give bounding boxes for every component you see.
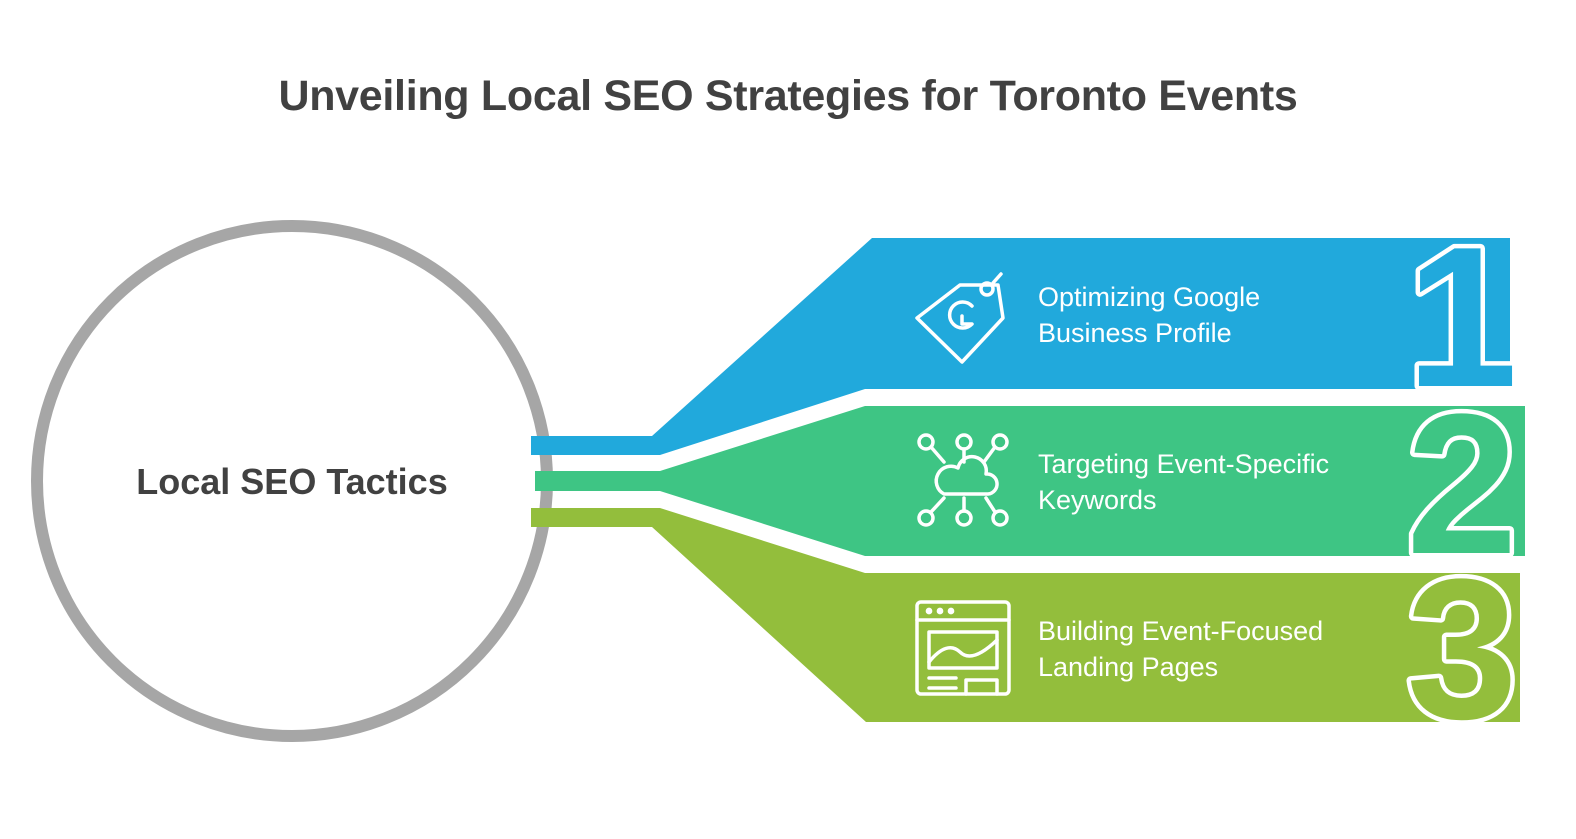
branch-3: 3 Building Event-Focused Landing Pages	[531, 508, 1522, 766]
branch-3-band	[531, 508, 1520, 722]
hub-label: Local SEO Tactics	[136, 461, 447, 502]
branch-1-label-line1: Optimizing Google	[1038, 282, 1260, 312]
google-tag-icon	[915, 272, 1005, 364]
diagram-title: Unveiling Local SEO Strategies for Toron…	[278, 72, 1298, 120]
branch-1: 1 Optimizing Google Business Profile	[531, 202, 1522, 455]
branch-2-band	[535, 406, 1525, 556]
branch-2-number: 2	[1406, 373, 1517, 596]
branch-1-label-line2: Business Profile	[1038, 318, 1232, 348]
branch-1-number: 1	[1406, 206, 1517, 429]
branch-3-label-line2: Landing Pages	[1038, 652, 1218, 682]
branch-3-number: 3	[1406, 538, 1517, 761]
branch-3-label-line1: Building Event-Focused	[1038, 616, 1323, 646]
keyword-cloud-network-icon	[917, 433, 1009, 527]
landing-page-browser-icon	[915, 600, 1011, 696]
branch-1-band	[531, 238, 1510, 455]
branch-2-label-line2: Keywords	[1038, 485, 1157, 515]
branch-2: 2 Targeting Event-Specific Keywords	[535, 369, 1525, 601]
branch-2-label-line1: Targeting Event-Specific	[1038, 449, 1329, 479]
